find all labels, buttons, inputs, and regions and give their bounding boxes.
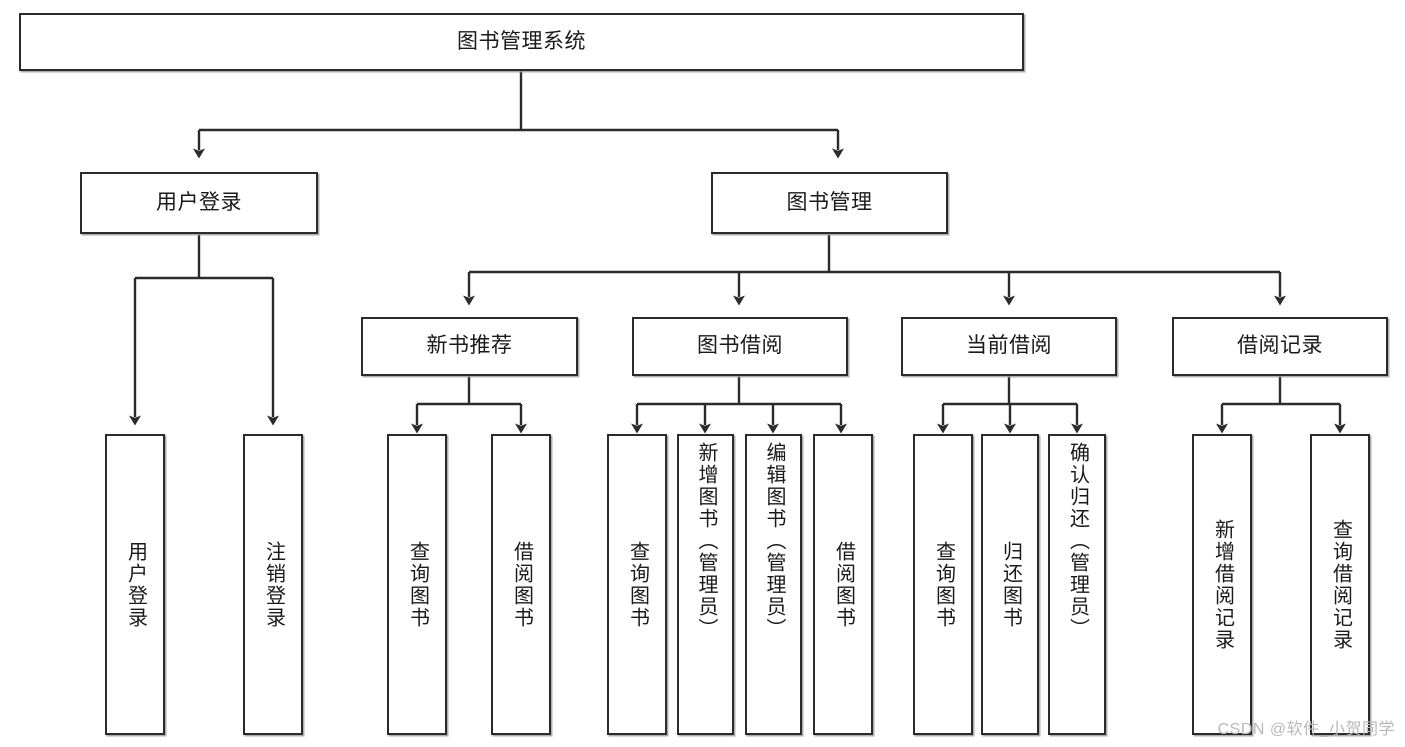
leaf-bb-edit-book-label: 编辑图书（管理员） — [763, 442, 785, 640]
node-book-borrow[interactable]: 图书借阅 — [632, 317, 848, 376]
leaf-nb-borrow-book[interactable]: 借阅图书 — [491, 434, 551, 735]
leaf-bb-edit-book[interactable]: 编辑图书（管理员） — [745, 434, 802, 735]
node-current-borrow-label: 当前借阅 — [966, 334, 1052, 358]
leaf-cb-query-book-label: 查询图书 — [932, 540, 955, 629]
leaf-br-query-record-label: 查询借阅记录 — [1329, 518, 1352, 651]
leaf-cb-return-book[interactable]: 归还图书 — [981, 434, 1039, 735]
leaf-bb-add-book[interactable]: 新增图书（管理员） — [677, 434, 734, 735]
leaf-br-add-record-label: 新增借阅记录 — [1211, 518, 1234, 651]
leaf-cb-confirm-return[interactable]: 确认归还（管理员） — [1048, 434, 1106, 735]
leaf-logout[interactable]: 注销登录 — [243, 434, 303, 735]
node-current-borrow[interactable]: 当前借阅 — [901, 317, 1117, 376]
leaf-br-add-record[interactable]: 新增借阅记录 — [1192, 434, 1252, 735]
node-book-borrow-label: 图书借阅 — [697, 334, 783, 358]
node-root-label: 图书管理系统 — [457, 29, 586, 53]
leaf-cb-return-book-label: 归还图书 — [999, 540, 1022, 629]
leaf-br-query-record[interactable]: 查询借阅记录 — [1310, 434, 1370, 735]
leaf-bb-query-book[interactable]: 查询图书 — [607, 434, 667, 735]
leaf-user-login[interactable]: 用户登录 — [105, 434, 165, 735]
node-new-book-recommend[interactable]: 新书推荐 — [361, 317, 578, 376]
leaf-user-login-label: 用户登录 — [124, 540, 147, 629]
leaf-cb-confirm-return-label: 确认归还（管理员） — [1066, 442, 1089, 640]
leaf-bb-add-book-label: 新增图书（管理员） — [695, 442, 717, 640]
leaf-bb-borrow-book-label: 借阅图书 — [832, 540, 855, 629]
leaf-bb-query-book-label: 查询图书 — [626, 540, 649, 629]
node-user-login-label: 用户登录 — [156, 190, 242, 214]
node-root[interactable]: 图书管理系统 — [19, 13, 1024, 71]
node-book-management[interactable]: 图书管理 — [711, 172, 948, 234]
node-new-book-recommend-label: 新书推荐 — [426, 334, 513, 358]
node-borrow-record-label: 借阅记录 — [1237, 334, 1323, 358]
leaf-nb-query-book-label: 查询图书 — [406, 540, 429, 629]
leaf-bb-borrow-book[interactable]: 借阅图书 — [813, 434, 873, 735]
node-borrow-record[interactable]: 借阅记录 — [1172, 317, 1388, 376]
leaf-nb-query-book[interactable]: 查询图书 — [387, 434, 447, 735]
leaf-nb-borrow-book-label: 借阅图书 — [510, 540, 533, 629]
leaf-logout-label: 注销登录 — [262, 540, 285, 629]
node-book-management-label: 图书管理 — [786, 190, 873, 214]
leaf-cb-query-book[interactable]: 查询图书 — [913, 434, 973, 735]
node-user-login[interactable]: 用户登录 — [80, 172, 318, 234]
